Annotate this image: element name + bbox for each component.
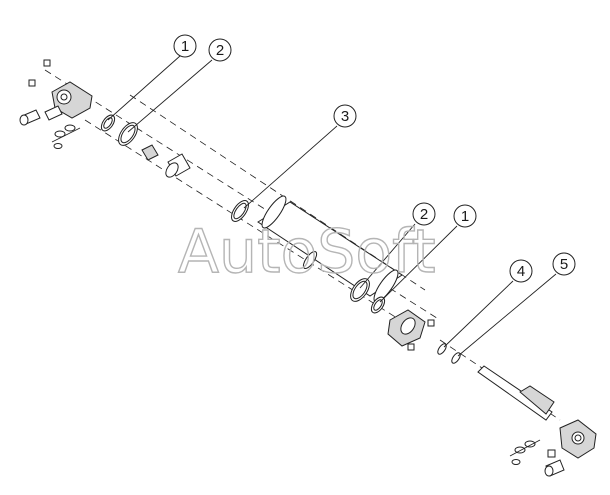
top-nut (28, 79, 36, 87)
top-bolt-head (43, 59, 51, 67)
callout-1-bottom: 1 (453, 204, 477, 228)
piston-ring (231, 200, 249, 222)
callout-3: 3 (333, 104, 357, 128)
piston-rod (477, 365, 555, 421)
callout-label: 1 (181, 38, 189, 55)
upper-sleeve (141, 144, 191, 178)
callout-label: 3 (341, 108, 349, 125)
callout-label: 2 (420, 206, 428, 223)
callout-4: 4 (509, 259, 533, 283)
leader-lines (107, 55, 557, 357)
callout-label: 5 (560, 256, 568, 273)
bottom-clip (509, 439, 541, 465)
callout-label: 1 (461, 208, 469, 225)
callout-2-top: 2 (208, 38, 232, 62)
watermark-text: AutoSoft (178, 217, 436, 287)
cylinder-barrel (257, 195, 403, 303)
top-pin-right (44, 105, 63, 121)
callout-label: 4 (517, 263, 525, 280)
callout-label: 2 (216, 42, 224, 59)
callout-2-bottom: 2 (412, 202, 436, 226)
callout-5: 5 (552, 252, 576, 276)
lower-end-cap (387, 309, 435, 351)
upper-seal-ring (100, 114, 116, 132)
washer-5 (451, 352, 461, 364)
top-clevis-assembly (19, 59, 93, 149)
callout-1-top: 1 (173, 34, 197, 58)
top-clip (51, 124, 81, 149)
bottom-clevis-assembly (509, 419, 597, 477)
